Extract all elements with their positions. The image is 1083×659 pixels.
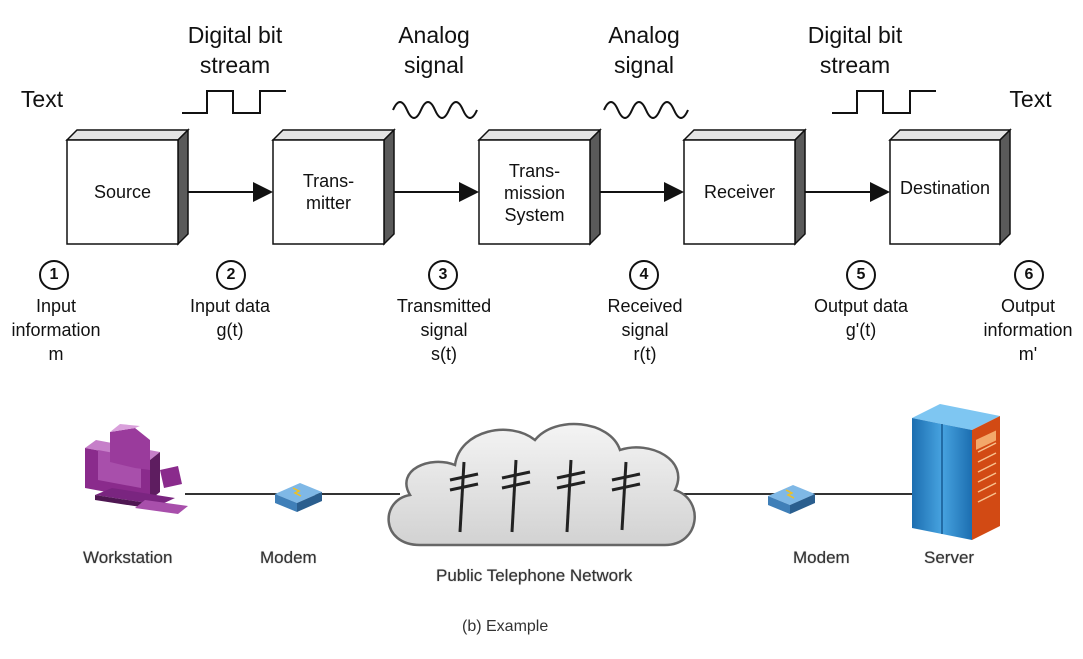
digital-bit-stream-label: Digital bit stream	[187, 22, 283, 78]
modem-right-label: Modem	[793, 548, 850, 567]
destination-box	[888, 128, 1012, 246]
source-label: Source	[93, 182, 152, 202]
server-label: Server	[924, 548, 975, 567]
destination-label: Destination	[899, 178, 991, 198]
point-number-1: 1	[39, 260, 69, 290]
point-label-5: Output data g'(t)	[813, 296, 909, 340]
modem-left-label: Modem	[260, 548, 317, 567]
modem-icon	[275, 483, 322, 512]
point-label-6: Output information m'	[983, 296, 1073, 364]
transmitter-label: Trans- mitter	[302, 171, 355, 213]
point-number-5: 5	[846, 260, 876, 290]
transmitter-box	[271, 128, 396, 246]
workstation-label: Workstation	[83, 548, 173, 567]
point-number-3: 3	[428, 260, 458, 290]
square-wave-icon	[832, 90, 936, 114]
square-wave-icon	[182, 90, 286, 114]
cloud-icon	[387, 422, 696, 547]
receiver-box	[682, 128, 807, 246]
sine-wave-icon	[392, 101, 478, 119]
analog-signal-label: Analog signal	[398, 22, 470, 78]
example-caption: (b) Example	[462, 618, 549, 635]
receiver-label: Receiver	[703, 182, 776, 202]
server-icon	[912, 404, 1000, 540]
sine-wave-icon	[603, 101, 689, 119]
point-label-4: Received signal r(t)	[607, 296, 683, 364]
point-number-4: 4	[629, 260, 659, 290]
point-label-1: Input information m	[11, 296, 101, 364]
text-right-label: Text	[1009, 86, 1052, 112]
source-box	[65, 128, 190, 246]
transmission-system-label: Trans- mission System	[503, 161, 565, 225]
point-number-2: 2	[216, 260, 246, 290]
digital-bit-stream-label: Digital bit stream	[807, 22, 903, 78]
text-left-label: Text	[20, 86, 64, 112]
network-label: Public Telephone Network	[436, 566, 633, 585]
analog-signal-label: Analog signal	[608, 22, 680, 78]
transmission-system-box	[477, 128, 602, 246]
modem-icon	[768, 485, 815, 514]
point-label-2: Input data g(t)	[189, 296, 271, 340]
point-number-6: 6	[1014, 260, 1044, 290]
point-label-3: Transmitted signal s(t)	[396, 296, 492, 364]
computer-icon	[85, 424, 188, 514]
